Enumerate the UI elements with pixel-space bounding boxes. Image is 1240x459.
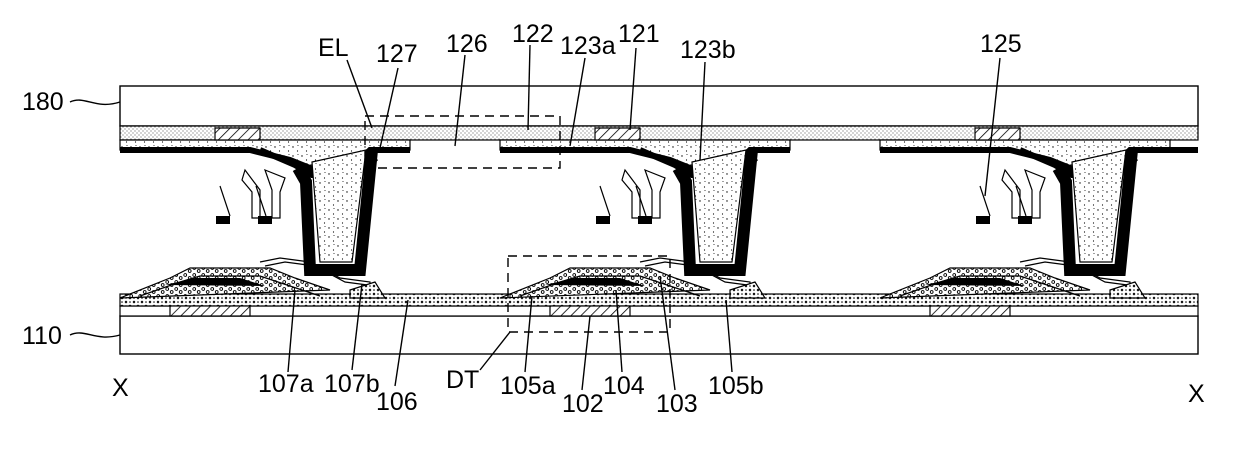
- label-dt: DT: [446, 366, 479, 394]
- upper-substrate: [120, 86, 1198, 126]
- label-107b: 107b: [324, 370, 380, 398]
- label-el: EL: [318, 34, 349, 62]
- label-110: 110: [22, 322, 62, 350]
- label-123a: 123a: [560, 32, 616, 60]
- label-x-left: X: [112, 374, 129, 402]
- lower-substrate: [120, 316, 1198, 354]
- lower-dotted-layer: [120, 294, 1198, 306]
- label-125: 125: [980, 30, 1022, 58]
- label-x-right: X: [1188, 380, 1205, 408]
- leader-180: [70, 100, 120, 104]
- upper-unit-1: [120, 128, 410, 270]
- label-121: 121: [618, 20, 660, 48]
- label-123b: 123b: [680, 36, 736, 64]
- label-105b: 105b: [708, 372, 764, 400]
- upper-unit-3: [880, 128, 1170, 270]
- label-126: 126: [446, 30, 488, 58]
- lower-buffer-layer: [120, 306, 1198, 316]
- label-104: 104: [603, 372, 645, 400]
- label-180: 180: [22, 88, 64, 116]
- label-127: 127: [376, 40, 418, 68]
- label-102: 102: [562, 390, 604, 418]
- label-107a: 107a: [258, 370, 314, 398]
- leader-110: [70, 333, 120, 337]
- upper-fine-layer: [120, 126, 1198, 140]
- upper-unit-2: [500, 128, 790, 270]
- label-106: 106: [376, 388, 418, 416]
- label-105a: 105a: [500, 372, 556, 400]
- label-122: 122: [512, 20, 554, 48]
- label-103: 103: [656, 390, 698, 418]
